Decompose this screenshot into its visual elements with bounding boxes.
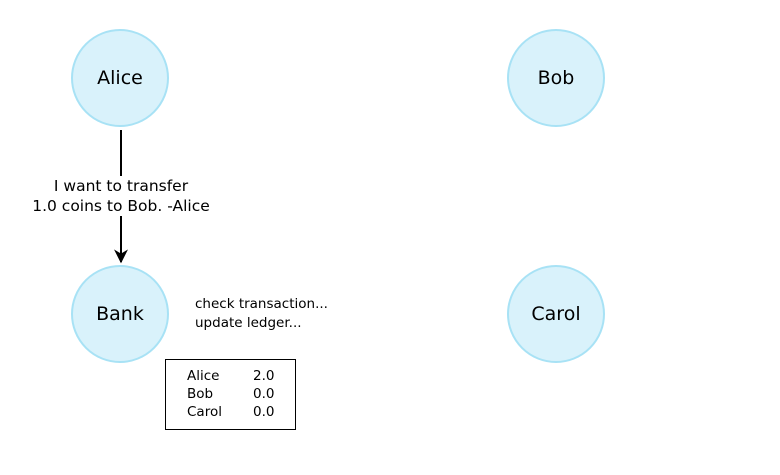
ledger-row: Alice 2.0 [187, 367, 274, 385]
node-bob-label: Bob [537, 67, 575, 89]
node-carol: Carol [507, 265, 605, 363]
ledger-row: Carol 0.0 [187, 403, 274, 421]
ledger-balance: 0.0 [253, 404, 275, 420]
bank-status-line-2: update ledger... [195, 315, 302, 331]
node-bob: Bob [507, 29, 605, 127]
node-carol-label: Carol [531, 303, 581, 325]
ledger-name: Carol [187, 404, 222, 420]
ledger-balance: 0.0 [253, 386, 275, 402]
ledger-name: Bob [187, 386, 214, 402]
node-bank-label: Bank [96, 303, 144, 325]
ledger-table: Alice 2.0 Bob 0.0 Carol 0.0 [187, 367, 274, 421]
ledger-box: Alice 2.0 Bob 0.0 Carol 0.0 [165, 359, 296, 430]
bank-status-line-1: check transaction... [195, 296, 328, 312]
message-line-2: 1.0 coins to Bob. -Alice [32, 197, 210, 215]
bank-status-text: check transaction... update ledger... [195, 295, 328, 333]
edge-message-label: I want to transfer 1.0 coins to Bob. -Al… [10, 176, 232, 216]
node-alice-label: Alice [97, 67, 143, 89]
ledger-name: Alice [187, 368, 220, 384]
ledger-balance: 2.0 [253, 368, 275, 384]
message-line-1: I want to transfer [53, 177, 189, 195]
node-alice: Alice [71, 29, 169, 127]
node-bank: Bank [71, 265, 169, 363]
ledger-row: Bob 0.0 [187, 385, 274, 403]
